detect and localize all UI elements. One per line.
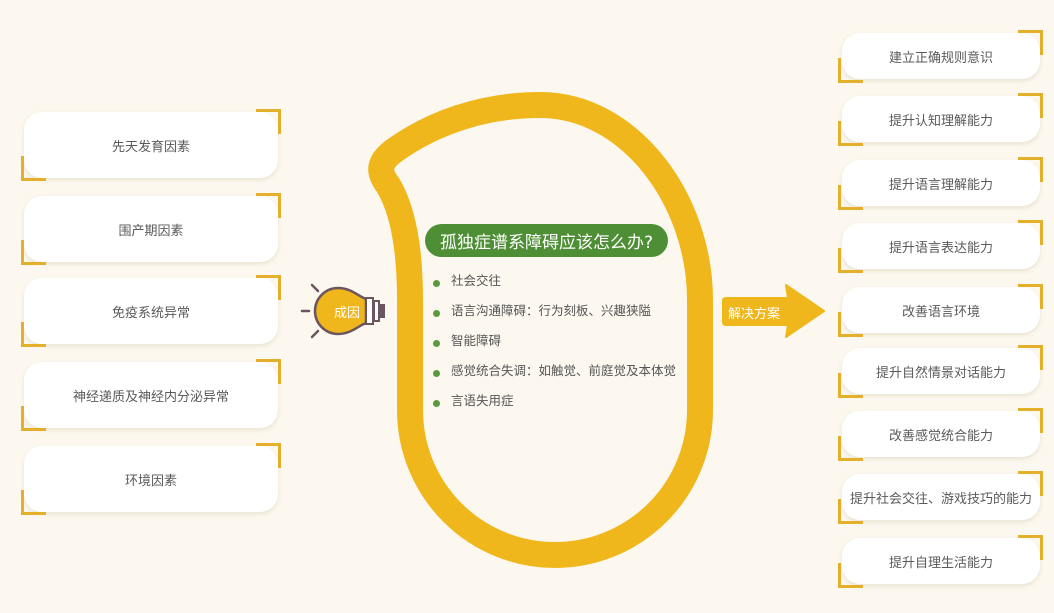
list-item: 感觉统合失调：如触觉、前庭觉及本体觉 [433, 360, 676, 390]
bullet-icon [433, 280, 440, 287]
corner-bracket-icon [838, 185, 863, 210]
corner-bracket-icon [1018, 93, 1043, 118]
main-title: 孤独症谱系障碍应该怎么办? [425, 224, 668, 257]
corner-bracket-icon [1018, 408, 1043, 433]
cause-card-4: 神经递质及神经内分泌异常 [24, 362, 278, 428]
solution-card-9: 提升自理生活能力 [842, 538, 1040, 584]
solution-card-6: 提升自然情景对话能力 [842, 348, 1040, 394]
corner-bracket-icon [838, 436, 863, 461]
corner-bracket-icon [256, 275, 281, 300]
list-item: 语言沟通障碍：行为刻板、兴趣狭隘 [433, 300, 676, 330]
corner-bracket-icon [1018, 157, 1043, 182]
corner-bracket-icon [838, 499, 863, 524]
corner-bracket-icon [1018, 284, 1043, 309]
list-item: 社会交往 [433, 270, 676, 300]
corner-bracket-icon [256, 443, 281, 468]
bullet-icon [433, 370, 440, 377]
cause-card-1: 先天发育因素 [24, 112, 278, 178]
corner-bracket-icon [838, 312, 863, 337]
corner-bracket-icon [256, 193, 281, 218]
corner-bracket-icon [21, 406, 46, 431]
arrow-right-icon [722, 284, 825, 338]
corner-bracket-icon [1018, 220, 1043, 245]
corner-bracket-icon [838, 373, 863, 398]
corner-bracket-icon [21, 322, 46, 347]
corner-bracket-icon [21, 156, 46, 181]
corner-bracket-icon [21, 240, 46, 265]
causes-label: 成因 [333, 306, 360, 321]
cause-card-3: 免疫系统异常 [24, 278, 278, 344]
corner-bracket-icon [1018, 471, 1043, 496]
corner-bracket-icon [1018, 345, 1043, 370]
corner-bracket-icon [256, 109, 281, 134]
solution-card-5: 改善语言环境 [842, 287, 1040, 333]
list-item: 言语失用症 [433, 390, 676, 420]
bullet-icon [433, 340, 440, 347]
lightbulb-icon [300, 283, 385, 339]
corner-bracket-icon [1018, 30, 1043, 55]
corner-bracket-icon [838, 248, 863, 273]
corner-bracket-icon [1018, 535, 1043, 560]
corner-bracket-icon [838, 121, 863, 146]
cause-card-5: 环境因素 [24, 446, 278, 512]
solution-card-2: 提升认知理解能力 [842, 96, 1040, 142]
solution-card-8: 提升社会交往、游戏技巧的能力 [842, 474, 1040, 520]
solution-card-1: 建立正确规则意识 [842, 33, 1040, 79]
solution-card-3: 提升语言理解能力 [842, 160, 1040, 206]
list-item: 智能障碍 [433, 330, 676, 360]
solution-card-7: 改善感觉统合能力 [842, 411, 1040, 457]
symptom-list: 社会交往 语言沟通障碍：行为刻板、兴趣狭隘 智能障碍 感觉统合失调：如触觉、前庭… [433, 270, 676, 420]
corner-bracket-icon [256, 359, 281, 384]
solutions-label: 解决方案 [728, 307, 781, 322]
corner-bracket-icon [838, 563, 863, 588]
corner-bracket-icon [838, 58, 863, 83]
corner-bracket-icon [21, 490, 46, 515]
solution-card-4: 提升语言表达能力 [842, 223, 1040, 269]
bullet-icon [433, 310, 440, 317]
bullet-icon [433, 400, 440, 407]
cause-card-2: 围产期因素 [24, 196, 278, 262]
